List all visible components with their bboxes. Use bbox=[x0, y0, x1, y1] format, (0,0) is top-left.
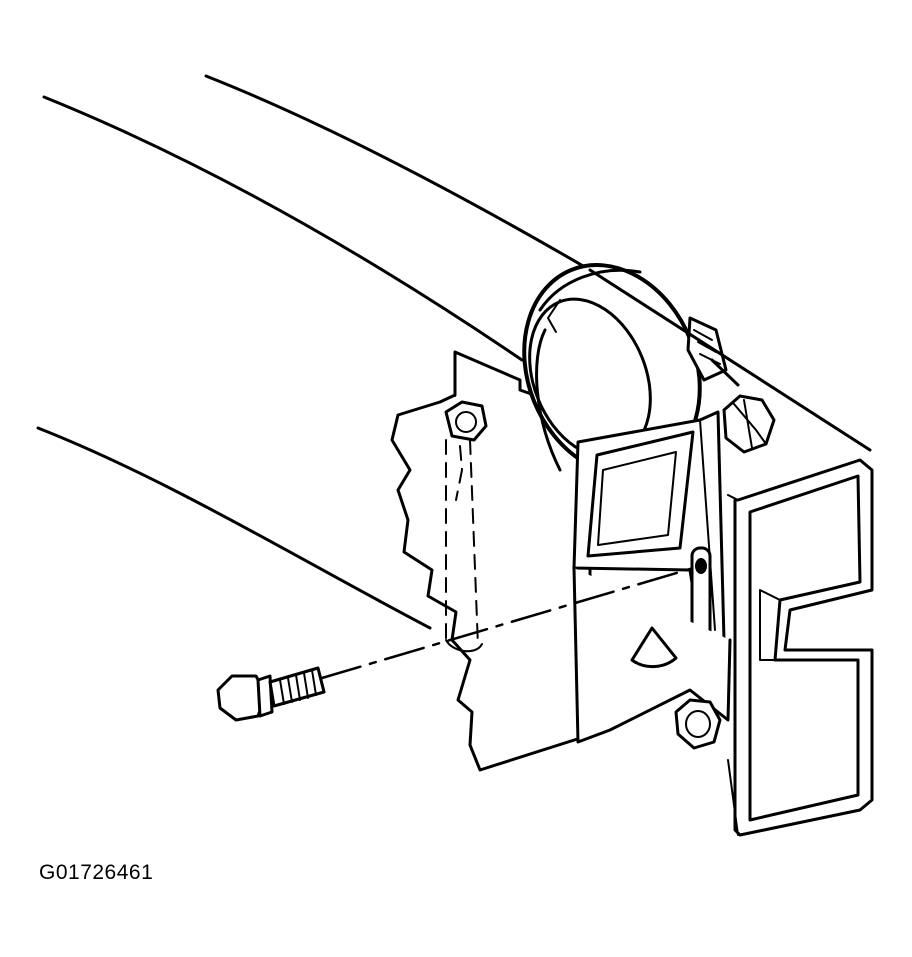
upper-hex-nut bbox=[722, 394, 776, 454]
assembly-axis-line bbox=[320, 564, 702, 680]
horn-bracket bbox=[572, 410, 732, 744]
hex-flange-bolt bbox=[216, 666, 326, 722]
figure-id-label: G01726461 bbox=[39, 861, 154, 884]
hidden-bolt-passage bbox=[444, 400, 488, 653]
lower-hex-nut bbox=[674, 698, 722, 750]
frame-rail bbox=[588, 268, 874, 837]
